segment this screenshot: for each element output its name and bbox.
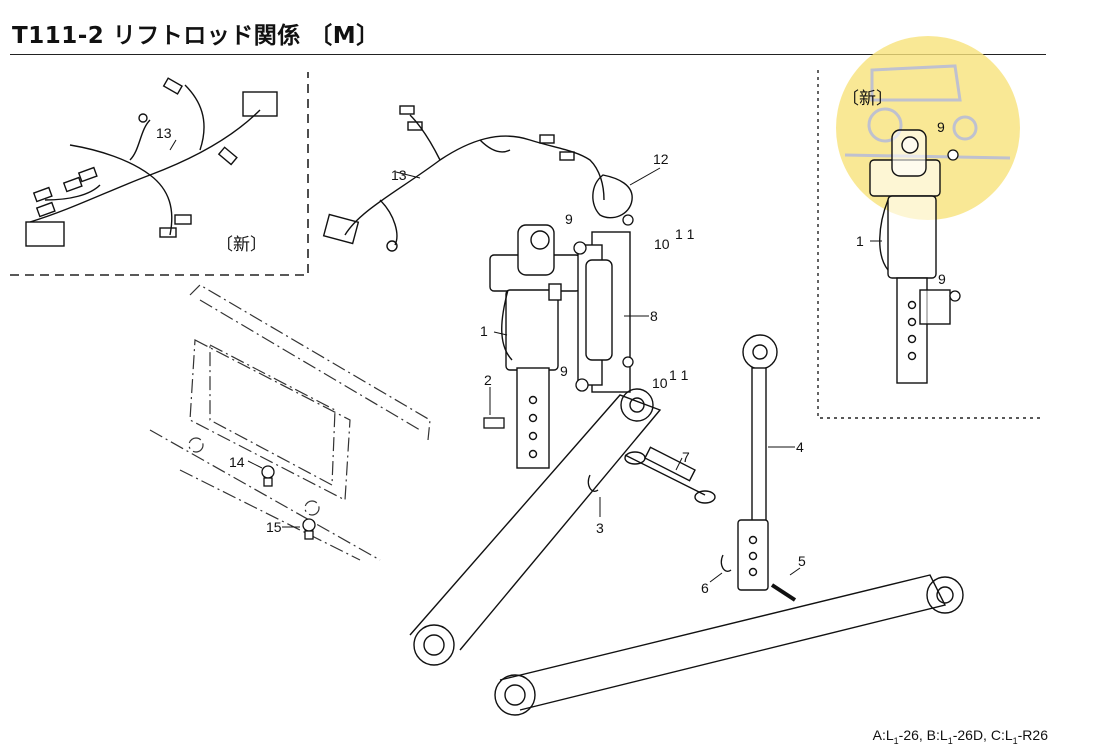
callout-11-upper: 1 1	[675, 226, 695, 242]
callout-3: 3	[596, 520, 604, 536]
model-b-suffix: -26D,	[952, 727, 991, 744]
leader-lines	[169, 139, 882, 583]
inset-lift-cylinder	[869, 129, 951, 384]
callout-7: 7	[682, 449, 690, 465]
wiring-harness-main	[322, 105, 605, 252]
callout-13-inset: 13	[156, 125, 172, 141]
callout-10-lower: 10	[652, 375, 668, 391]
page-title: T111-2 リフトロッド関係 〔M〕	[12, 23, 380, 49]
callout-14: 14	[229, 454, 245, 470]
model-c-prefix: C:L	[990, 727, 1013, 744]
wiring-harness-left	[25, 77, 278, 247]
callout-9-upper: 9	[565, 211, 573, 227]
tractor-icon	[844, 64, 1011, 160]
tractor-rear-panel	[149, 284, 431, 561]
callout-5: 5	[798, 553, 806, 569]
inset-new-label-right: 〔新〕	[842, 89, 893, 109]
callout-1-inset: 1	[856, 233, 864, 249]
model-a-subscript: 1	[893, 736, 899, 746]
small-fasteners	[261, 149, 961, 572]
control-valve-bracket	[577, 174, 633, 393]
callout-11-lower: 1 1	[669, 367, 689, 383]
lift-rod	[737, 334, 797, 602]
check-chain	[624, 446, 716, 504]
callout-2: 2	[484, 372, 492, 388]
title-divider	[10, 54, 1046, 55]
callout-9-inset-upper: 9	[937, 119, 945, 135]
callout-10-upper: 10	[654, 236, 670, 252]
callout-12: 12	[653, 151, 669, 167]
model-b-prefix: B:L	[926, 727, 948, 744]
model-a-suffix: -26,	[898, 727, 927, 744]
inset-new-label-left: 〔新〕	[216, 235, 267, 255]
model-b-subscript: 1	[947, 736, 953, 746]
callout-9-inset-lower: 9	[938, 271, 946, 287]
callout-15: 15	[266, 519, 282, 535]
callout-4: 4	[796, 439, 804, 455]
model-applicability-note: A:L1-26, B:L1-26D, C:L1-R26	[873, 727, 1048, 746]
model-c-subscript: 1	[1012, 736, 1018, 746]
callout-1: 1	[480, 323, 488, 339]
callouts: 1 1 2 3 4 5 6 7 8 9 9 9 9 10 10 1 1 1 1 …	[156, 89, 946, 596]
model-a-prefix: A:L	[872, 727, 894, 744]
callout-9-lower: 9	[560, 363, 568, 379]
callout-6: 6	[701, 580, 709, 596]
callout-8: 8	[650, 308, 658, 324]
lower-link-arms	[409, 388, 964, 716]
lift-cylinder	[489, 224, 581, 469]
model-c-suffix: -R26	[1017, 727, 1048, 744]
callout-13-main: 13	[391, 167, 407, 183]
